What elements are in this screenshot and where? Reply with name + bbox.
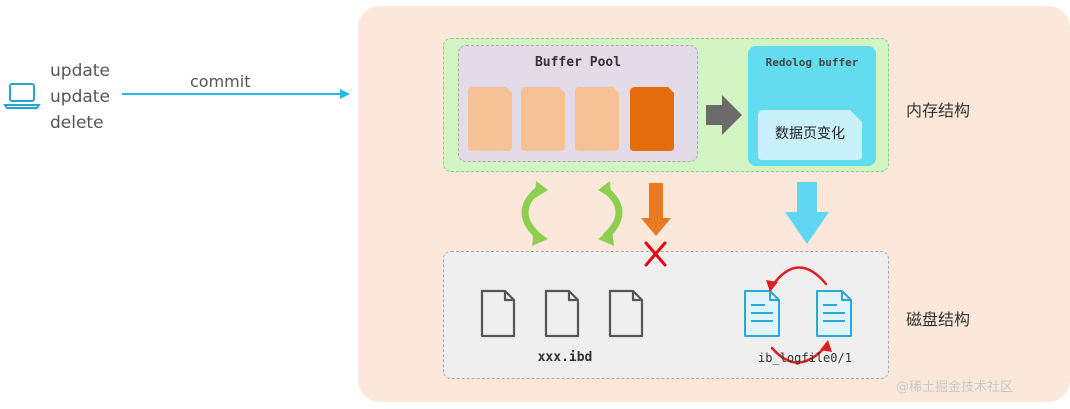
sync-arrow-right — [602, 186, 623, 240]
dirty-page — [630, 87, 674, 151]
sync-arrow-right-head-top — [598, 181, 611, 198]
data-file-icon-3 — [608, 289, 644, 338]
disk-structure-label: 磁盘结构 — [906, 310, 971, 329]
log-cycle-arrows — [770, 266, 828, 364]
data-file-icon-2 — [544, 289, 580, 338]
buffer-page-3 — [575, 87, 619, 151]
commit-label: commit — [190, 72, 251, 91]
redolog-flush-arrow — [785, 182, 829, 244]
log-cycle-head-bottom — [820, 340, 832, 352]
operation-update-1: update — [50, 61, 110, 81]
blocked-icon — [644, 241, 667, 267]
memory-structure-label: 内存结构 — [906, 101, 971, 120]
sync-arrow-left-head-bottom — [532, 229, 548, 246]
sync-arrow-right-head-bottom — [598, 229, 614, 246]
log-file-label: ib_logfile0/1 — [758, 351, 852, 365]
laptop-icon — [3, 83, 41, 109]
page-change-label: 数据页变化 — [775, 126, 845, 142]
log-cycle-head-top — [766, 280, 778, 292]
buffer-page-1 — [468, 87, 512, 151]
record-change-arrow — [706, 95, 742, 135]
data-file-label: xxx.ibd — [537, 350, 593, 365]
sync-arrow-left-head-top — [535, 181, 548, 198]
watermark: @稀土掘金技术社区 — [896, 380, 1014, 395]
buffer-page-2 — [521, 87, 565, 151]
log-file-icon-2 — [816, 290, 852, 337]
data-file-icon-1 — [480, 289, 516, 338]
commit-arrow — [122, 89, 350, 99]
log-file-icon-1 — [744, 290, 780, 337]
operation-delete: delete — [50, 113, 104, 133]
redolog-buffer-title: Redolog buffer — [765, 56, 859, 69]
operation-list: update update delete — [50, 58, 120, 136]
buffer-pool-title: Buffer Pool — [534, 55, 622, 70]
operation-update-2: update — [50, 87, 110, 107]
flush-arrow — [641, 183, 671, 236]
